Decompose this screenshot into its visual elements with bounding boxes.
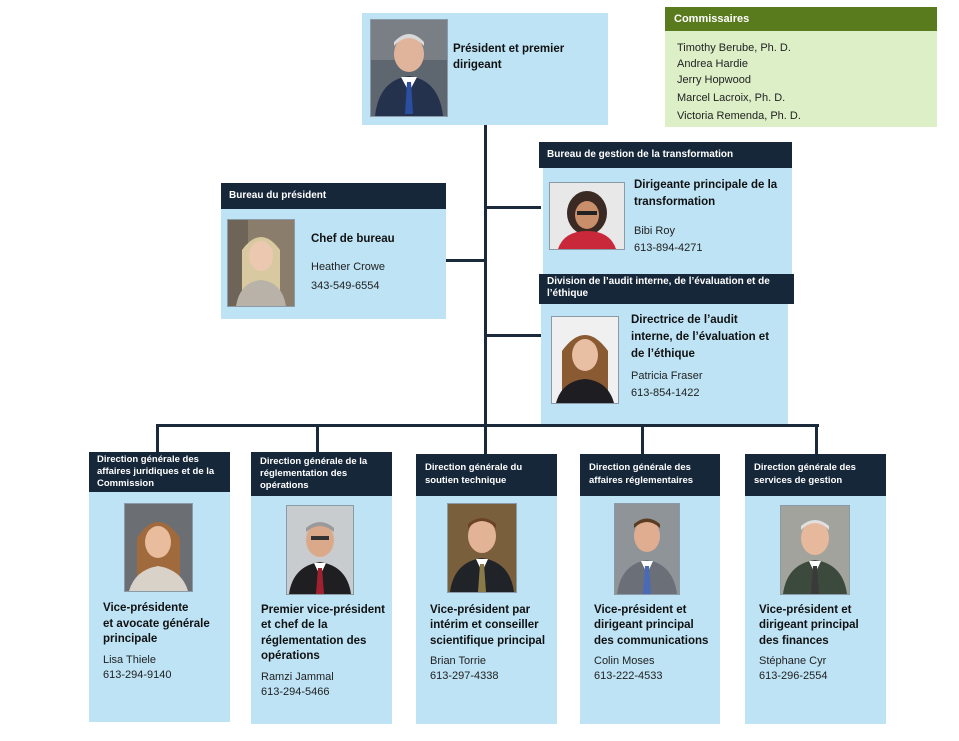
directorate-role-operations: réglementation des (261, 635, 367, 647)
directorate-box-regulatory: Vice-président et dirigeant principal de… (580, 496, 720, 724)
president-photo (370, 19, 448, 117)
directorate-role-technical: scientifique principal (430, 635, 546, 647)
chief-of-staff-name: Heather Crowe (311, 261, 385, 273)
connector-drop-1 (156, 424, 159, 454)
audit-photo (551, 316, 619, 404)
connector-drop-2 (316, 424, 319, 454)
transformation-photo (549, 182, 625, 250)
directorate-photo-management (780, 505, 850, 595)
directorate-role-regulatory: Vice-président et (594, 604, 687, 616)
directorate-role-management: des finances (759, 635, 829, 647)
directorate-role-operations: opérations (261, 650, 320, 662)
commissioner-item: Timothy Berube, Ph. D. (677, 42, 791, 54)
connector-audit (486, 334, 541, 337)
directorate-role-management: dirigeant principal (759, 619, 859, 631)
directorate-name-management: Stéphane Cyr (759, 655, 827, 667)
directorate-box-technical: Vice-président par intérim et conseiller… (416, 496, 557, 724)
connector-horizontal-bus (156, 424, 819, 427)
commissioner-item: Andrea Hardie (677, 58, 748, 70)
directorate-box-operations: Premier vice-président et chef de la rég… (251, 496, 392, 724)
president-title: dirigeant (453, 59, 502, 71)
directorate-name-technical: Brian Torrie (430, 655, 487, 667)
commissioners-list: Timothy Berube, Ph. D. Andrea Hardie Jer… (665, 31, 937, 127)
directorate-box-legal: Vice-présidente et avocate générale prin… (89, 492, 230, 722)
directorate-role-legal: et avocate générale (103, 618, 210, 630)
connector-drop-4 (641, 424, 644, 454)
directorate-box-management: Vice-président et dirigeant principal de… (745, 496, 886, 724)
transformation-header: Bureau de gestion de la transformation (539, 142, 792, 168)
directorate-role-regulatory: dirigeant principal (594, 619, 694, 631)
president-title: Président et premier (453, 43, 565, 55)
transformation-role: Dirigeante principale de la (634, 179, 778, 191)
directorate-role-operations: Premier vice-président (261, 604, 386, 616)
connector-drop-5 (815, 424, 818, 454)
chief-of-staff-role: Chef de bureau (311, 233, 395, 245)
audit-box: Directrice de l’audit interne, de l’éval… (541, 304, 788, 424)
audit-header: Division de l’audit interne, de l’évalua… (539, 274, 794, 304)
transformation-phone: 613-894-4271 (634, 242, 703, 254)
transformation-box: Dirigeante principale de la transformati… (543, 168, 792, 274)
directorate-role-technical: Vice-président par (430, 604, 531, 616)
directorate-phone-operations: 613-294-5466 (261, 686, 330, 698)
directorate-photo-legal (124, 503, 193, 592)
directorate-role-management: Vice-président et (759, 604, 852, 616)
directorate-phone-technical: 613-297-4338 (430, 670, 499, 682)
directorate-phone-legal: 613-294-9140 (103, 669, 172, 681)
commissioner-item: Jerry Hopwood (677, 74, 751, 86)
directorate-header-legal: Direction générale des affaires juridiqu… (89, 452, 230, 492)
directorate-photo-technical (447, 503, 517, 593)
directorate-name-legal: Lisa Thiele (103, 654, 156, 666)
directorate-header-operations: Direction générale de la réglementation … (251, 452, 392, 496)
chief-of-staff-photo (227, 219, 295, 307)
directorate-name-operations: Ramzi Jammal (261, 671, 334, 683)
audit-name: Patricia Fraser (631, 370, 703, 382)
connector-transformation (486, 206, 541, 209)
directorate-name-regulatory: Colin Moses (594, 655, 655, 667)
directorate-photo-operations (286, 505, 354, 595)
audit-phone: 613-854-1422 (631, 387, 700, 399)
commissioner-item: Marcel Lacroix, Ph. D. (677, 92, 786, 104)
directorate-role-legal: Vice-présidente (103, 602, 189, 614)
president-office-header: Bureau du président (221, 183, 446, 209)
chief-of-staff-phone: 343-549-6554 (311, 280, 380, 292)
commissioners-title: Commissaires (665, 7, 937, 31)
president-box: Président et premier dirigeant (362, 13, 608, 125)
connector-drop-3 (484, 424, 487, 454)
directorate-role-operations: et chef de la (261, 619, 328, 631)
directorate-header-technical: Direction générale du soutien technique (416, 454, 557, 496)
president-office-box: Chef de bureau Heather Crowe 343-549-655… (221, 209, 446, 319)
directorate-role-legal: principale (103, 633, 158, 645)
connector-president-office (446, 259, 486, 262)
directorate-role-regulatory: des communications (594, 635, 709, 647)
directorate-header-regulatory: Direction générale des affaires réglemen… (580, 454, 720, 496)
commissioner-item: Victoria Remenda, Ph. D. (677, 110, 801, 122)
directorate-role-technical: intérim et conseiller (430, 619, 539, 631)
directorate-photo-regulatory (614, 503, 680, 595)
transformation-role: transformation (634, 196, 716, 208)
transformation-name: Bibi Roy (634, 225, 675, 237)
audit-role: de l’éthique (631, 348, 695, 360)
directorate-phone-regulatory: 613-222-4533 (594, 670, 663, 682)
audit-role: Directrice de l’audit (631, 314, 738, 326)
directorate-phone-management: 613-296-2554 (759, 670, 828, 682)
connector-trunk (484, 124, 487, 426)
directorate-header-management: Direction générale des services de gesti… (745, 454, 886, 496)
audit-role: interne, de l’évaluation et (631, 331, 770, 343)
